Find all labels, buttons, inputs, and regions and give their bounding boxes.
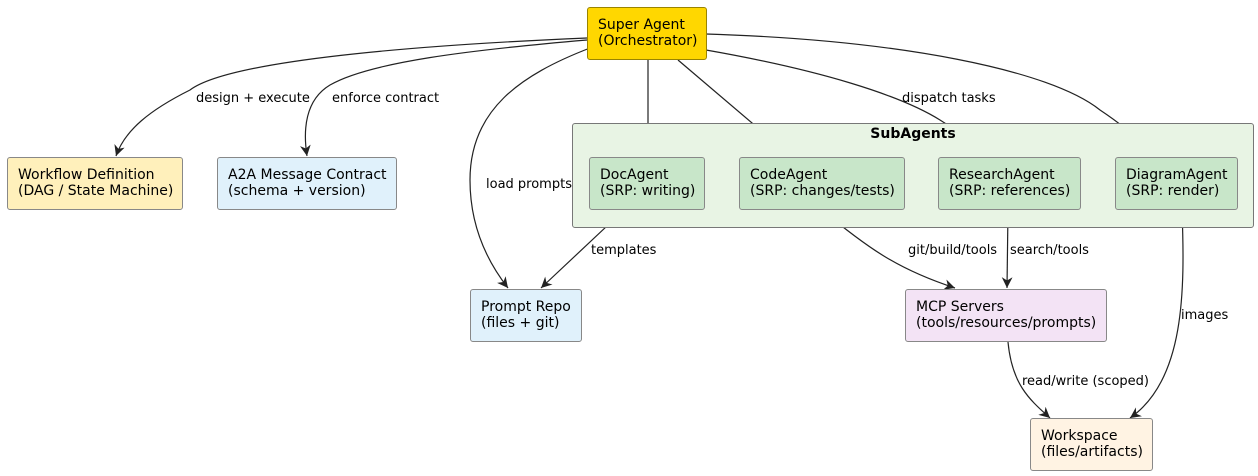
workflow-definition-node[interactable]: Workflow Definition (DAG / State Machine… [7, 157, 183, 210]
edge-label-search-tools: search/tools [1010, 243, 1089, 258]
edge-label-git-build-tools: git/build/tools [908, 243, 998, 258]
researchagent-subtitle: (SRP: references) [949, 183, 1071, 199]
edge-label-images: images [1181, 308, 1229, 323]
edge-diagramagent-to-workspace [1129, 209, 1184, 419]
mcp-servers-node[interactable]: MCP Servers (tools/resources/prompts) [905, 289, 1107, 342]
codeagent-title: CodeAgent [750, 167, 828, 183]
docagent-title: DocAgent [600, 167, 669, 183]
edge-label-load-prompts: load prompts [486, 177, 572, 192]
workflow-definition-subtitle: (DAG / State Machine) [18, 183, 174, 199]
codeagent-subtitle: (SRP: changes/tests) [750, 183, 895, 199]
a2a-contract-node[interactable]: A2A Message Contract (schema + version) [217, 157, 397, 210]
a2a-contract-subtitle: (schema + version) [228, 183, 366, 199]
diagramagent-node[interactable]: DiagramAgent (SRP: render) [1115, 157, 1238, 210]
mcp-servers-subtitle: (tools/resources/prompts) [916, 315, 1097, 331]
subagents-cluster-title: SubAgents [870, 126, 956, 142]
super-agent-node[interactable]: Super Agent (Orchestrator) [587, 7, 707, 60]
edge-label-read-write: read/write (scoped) [1022, 374, 1149, 389]
super-agent-title: Super Agent [598, 17, 685, 33]
workflow-definition-title: Workflow Definition [18, 167, 155, 183]
researchagent-node[interactable]: ResearchAgent (SRP: references) [938, 157, 1081, 210]
prompt-repo-subtitle: (files + git) [481, 315, 560, 331]
edge-label-templates: templates [591, 243, 657, 258]
workspace-subtitle: (files/artifacts) [1041, 444, 1143, 460]
edge-label-dispatch-tasks: dispatch tasks [902, 91, 996, 106]
super-agent-subtitle: (Orchestrator) [598, 33, 698, 49]
docagent-node[interactable]: DocAgent (SRP: writing) [589, 157, 705, 210]
mcp-servers-title: MCP Servers [916, 299, 1004, 315]
diagramagent-title: DiagramAgent [1126, 167, 1228, 183]
diagramagent-subtitle: (SRP: render) [1126, 183, 1220, 199]
edge-super-to-workflow [114, 37, 588, 157]
researchagent-title: ResearchAgent [949, 167, 1055, 183]
edge-label-enforce-contract: enforce contract [332, 91, 440, 106]
edge-mcp-to-workspace [1007, 341, 1051, 419]
edge-super-to-prompt-repo [469, 47, 591, 289]
workspace-title: Workspace [1041, 428, 1118, 444]
edge-super-to-contract [300, 39, 588, 157]
prompt-repo-node[interactable]: Prompt Repo (files + git) [470, 289, 582, 342]
edge-label-design-execute: design + execute [196, 91, 310, 106]
a2a-contract-title: A2A Message Contract [228, 167, 387, 183]
prompt-repo-title: Prompt Repo [481, 299, 571, 315]
codeagent-node[interactable]: CodeAgent (SRP: changes/tests) [739, 157, 905, 210]
workspace-node[interactable]: Workspace (files/artifacts) [1030, 418, 1153, 471]
docagent-subtitle: (SRP: writing) [600, 183, 696, 199]
